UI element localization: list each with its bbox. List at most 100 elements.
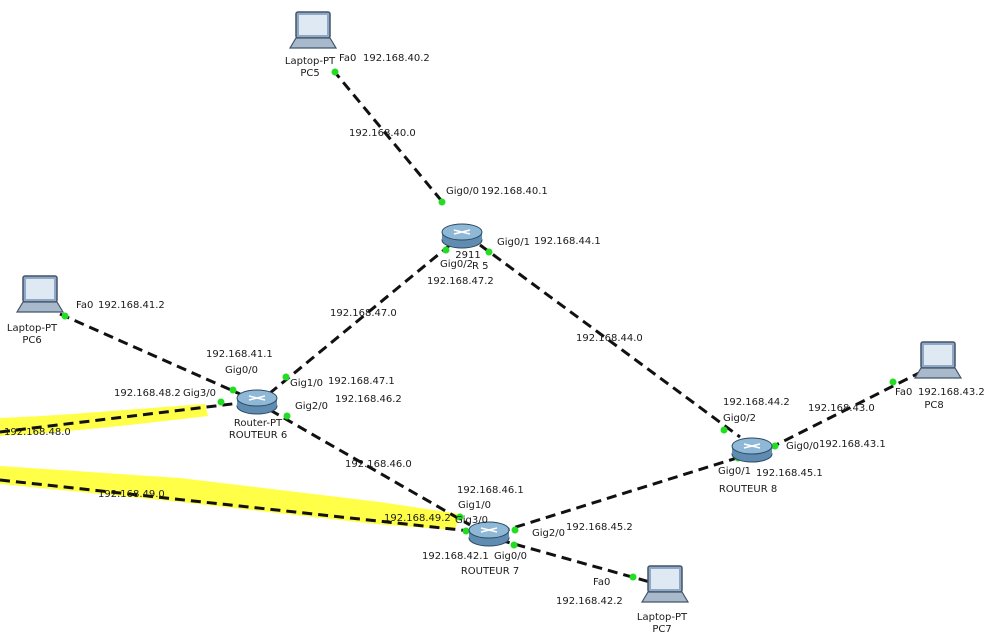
r5-g02-ip: 192.168.47.2: [427, 276, 494, 287]
pc7-type: Laptop-PT: [636, 612, 688, 623]
port-dot-r5-g00: [438, 198, 446, 206]
r5-model: 2911: [455, 250, 481, 261]
link-pc5-r5[interactable]: [331, 69, 447, 206]
network-label-40: 192.168.40.0: [349, 128, 416, 139]
pc7-label: Laptop-PT PC7: [630, 612, 694, 636]
r7-g00-port: Gig0/0: [494, 551, 527, 562]
router-icon-r8[interactable]: [731, 437, 773, 463]
r6-g30-ip: 192.168.48.2: [114, 388, 181, 399]
r7-g20-ip: 192.168.45.2: [566, 522, 633, 533]
r8-g02-ip: 192.168.44.2: [723, 397, 790, 408]
port-dot-r7-g20: [511, 526, 519, 534]
pc8-ip: 192.168.43.2: [918, 387, 985, 398]
r8-g01-port: Gig0/1: [718, 466, 751, 477]
network-label-43: 192.168.43.0: [808, 403, 875, 414]
router-icon-r5[interactable]: [441, 223, 483, 249]
pc6-ip-label: 192.168.41.2: [98, 300, 165, 311]
link-r6-net48[interactable]: [0, 401, 241, 434]
port-dot-r6-g00: [229, 386, 237, 394]
r5-name: R 5: [472, 261, 489, 272]
link-net49-r7[interactable]: [0, 478, 471, 533]
port-dot-r7-g30: [462, 527, 470, 535]
r7-g30-port: Gig3/0: [455, 515, 488, 526]
port-dot-r8-g02: [720, 426, 728, 434]
r5-g01-port: Gig0/1: [497, 237, 530, 248]
r5-g00-port: Gig0/0: [446, 186, 479, 197]
highlight-network-49: [0, 466, 465, 530]
pc5-name: PC5: [300, 68, 320, 79]
link-pc6-r6[interactable]: [59, 312, 241, 396]
port-dot-pc7-fa0: [629, 573, 637, 581]
r6-type: Router-PT: [233, 418, 283, 429]
r5-g01-ip: 192.168.44.1: [534, 236, 601, 247]
port-dot-r5-g01: [485, 248, 493, 256]
link-r6-r7[interactable]: [269, 408, 471, 527]
pc8-name: PC8: [924, 400, 944, 411]
r6-g10-port: Gig1/0: [290, 378, 323, 389]
r6-g20-port: Gig2/0: [295, 401, 328, 412]
r8-g01-ip: 192.168.45.1: [756, 468, 823, 479]
port-dot-pc5-fa0: [331, 68, 339, 76]
router-icon-r7[interactable]: [468, 521, 510, 547]
laptop-icon-pc7[interactable]: [640, 565, 690, 603]
pc5-label: Laptop-PT PC5: [278, 56, 342, 80]
r6-g10-ip: 192.168.47.1: [328, 376, 395, 387]
pc6-label: Laptop-PT PC6: [0, 323, 64, 347]
r8-g02-port: Gig0/2: [723, 413, 756, 424]
network-label-46: 192.168.46.0: [345, 459, 412, 470]
r7-g30-ip: 192.168.49.2: [384, 513, 451, 524]
link-r7-pc7[interactable]: [499, 538, 651, 584]
r7-g10-ip: 192.168.46.1: [457, 485, 524, 496]
network-label-48: 192.168.48.0: [4, 427, 71, 438]
pc8-port: Fa0: [895, 387, 913, 398]
pc7-ip: 192.168.42.2: [556, 596, 623, 607]
r8-g00-port: Gig0/0: [786, 441, 819, 452]
link-r5-r8[interactable]: [479, 243, 741, 439]
network-label-47: 192.168.47.0: [330, 308, 397, 319]
pc5-port: Fa0: [339, 53, 357, 64]
pc6-type: Laptop-PT: [6, 323, 58, 334]
port-dot-r8-g00: [771, 442, 779, 450]
pc6-port: Fa0: [76, 300, 94, 311]
link-r7-r8[interactable]: [499, 455, 741, 534]
laptop-icon-pc6[interactable]: [15, 275, 65, 313]
port-dot-r6-g20: [283, 412, 291, 420]
r7-g00-ip: 192.168.42.1: [422, 551, 489, 562]
link-r8-pc8[interactable]: [769, 368, 926, 450]
r6-g00-ip: 192.168.41.1: [206, 349, 273, 360]
r5-g00-ip: 192.168.40.1: [481, 186, 548, 197]
laptop-icon-pc5[interactable]: [288, 11, 338, 49]
pc7-name: PC7: [652, 624, 672, 635]
r7-name: ROUTEUR 7: [460, 566, 520, 577]
port-dot-pc8-fa0: [889, 378, 897, 386]
r6-label: Router-PT ROUTEUR 6: [222, 418, 294, 442]
port-dot-r7-g00: [510, 541, 518, 549]
r5-g02-port: Gig0/2: [440, 259, 473, 270]
pc5-ip: 192.168.40.2: [363, 53, 430, 64]
r7-g10-port: Gig1/0: [458, 500, 491, 511]
r6-g30-port: Gig3/0: [183, 388, 216, 399]
port-dot-r5-g02: [442, 246, 450, 254]
port-dot-pc6-fa0: [61, 312, 69, 320]
port-dot-r7-g10: [456, 513, 464, 521]
highlight-49-shape: [0, 466, 460, 530]
network-label-44: 192.168.44.0: [576, 333, 643, 344]
laptop-icon-pc8[interactable]: [913, 341, 963, 379]
r6-g20-ip: 192.168.46.2: [335, 394, 402, 405]
router-icon-r6[interactable]: [236, 389, 278, 415]
pc7-port: Fa0: [593, 577, 611, 588]
r7-g20-port: Gig2/0: [532, 528, 565, 539]
network-label-49: 192.168.49.0: [98, 489, 165, 500]
r8-name: ROUTEUR 8: [718, 484, 778, 495]
port-dot-r6-g30: [217, 398, 225, 406]
r6-name: ROUTEUR 6: [228, 430, 288, 441]
port-dot-r6-g10: [282, 373, 290, 381]
pc5-type: Laptop-PT: [284, 56, 336, 67]
pc8-label: PC8: [914, 400, 954, 412]
r8-g00-ip: 192.168.43.1: [819, 439, 886, 450]
link-r5-r6[interactable]: [269, 243, 451, 395]
r6-g00-port: Gig0/0: [225, 365, 258, 376]
pc6-name: PC6: [22, 335, 42, 346]
